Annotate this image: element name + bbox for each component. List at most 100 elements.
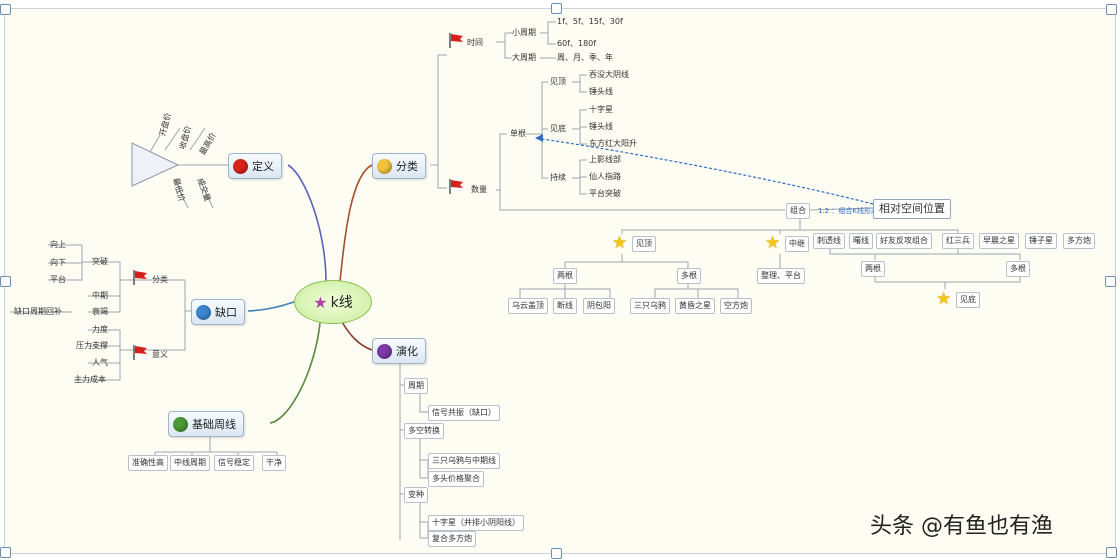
multi-root-node[interactable]: 多根: [1006, 261, 1030, 277]
topic-gap-label: 缺口: [215, 306, 237, 319]
number-1-icon: [233, 158, 248, 174]
two-root-node[interactable]: 两根: [861, 261, 885, 277]
resize-handle-top[interactable]: [551, 3, 562, 14]
gap-flat-label: 平台: [50, 275, 66, 284]
pattern-node[interactable]: 红三兵: [942, 233, 974, 249]
resize-handle-top-right[interactable]: [1106, 4, 1117, 15]
pattern-node[interactable]: 好友反攻组合: [876, 233, 932, 249]
topic-basic-pattern[interactable]: 基础周线: [168, 411, 244, 437]
resize-handle-top-left[interactable]: [0, 4, 11, 15]
topic-gap[interactable]: 缺口: [191, 299, 245, 325]
pattern-node[interactable]: 空方炮: [720, 298, 752, 314]
big-cycle-label: 大周期: [512, 53, 536, 62]
basic-item[interactable]: 中线周期: [170, 455, 210, 471]
group-label: 持续: [550, 173, 566, 182]
basic-item[interactable]: 干净: [262, 455, 286, 471]
central-topic[interactable]: ★ k线: [294, 280, 372, 324]
group-label: 见顶: [550, 77, 566, 86]
group-item: 吞没大阴线: [589, 70, 629, 79]
pattern-node[interactable]: 黄昏之星: [675, 298, 715, 314]
gap-classification-label: 分类: [152, 275, 168, 284]
combo-link-label: 1.2 ：组合K线形态: [818, 207, 878, 215]
resize-handle-left[interactable]: [0, 276, 11, 287]
red-flag-icon: [133, 345, 147, 360]
basic-item[interactable]: 信号稳定: [214, 455, 254, 471]
group-item: 锤头线: [589, 122, 613, 131]
gap-middle-label: 中期: [92, 291, 108, 300]
star-icon: ★: [936, 289, 952, 309]
group-item: 平台突破: [589, 189, 621, 198]
resize-handle-right[interactable]: [1105, 276, 1116, 287]
number-4-icon: [377, 343, 392, 359]
gap-end-label: 衰竭: [92, 307, 108, 316]
topic-classification[interactable]: 分类: [372, 153, 426, 179]
pattern-node[interactable]: 断线: [553, 298, 577, 314]
gap-up-label: 向上: [50, 240, 66, 249]
multi-root-node[interactable]: 多根: [677, 268, 701, 284]
evolution-item[interactable]: 复合多方炮: [428, 531, 476, 547]
basic-item[interactable]: 准确性高: [128, 455, 168, 471]
time-label: 时间: [467, 38, 483, 47]
topic-definition[interactable]: 定义: [228, 153, 282, 179]
watermark: 头条 @有鱼也有渔: [870, 514, 1053, 539]
evolution-item[interactable]: 信号共振（缺口）: [428, 405, 500, 421]
evolution-item[interactable]: 十字星（并排小阴阳线）: [428, 515, 524, 531]
pattern-node[interactable]: 刺透线: [813, 233, 845, 249]
resize-handle-bottom-right[interactable]: [1106, 547, 1117, 558]
group-label: 见底: [550, 124, 566, 133]
pattern-node[interactable]: 多方炮: [1063, 233, 1095, 249]
star-icon: ★: [313, 292, 328, 312]
group-item: 仙人指路: [589, 172, 621, 181]
pattern-node[interactable]: 乌云盖顶: [508, 298, 548, 314]
number-2-icon: [377, 158, 392, 174]
number-5-icon: [173, 416, 188, 432]
pattern-node[interactable]: 三只乌鸦: [630, 298, 670, 314]
small-cycle-item: 60f、180f: [557, 39, 597, 48]
star-icon: ★: [612, 233, 628, 253]
pattern-node[interactable]: 整理、平台: [757, 268, 805, 284]
evolution-item[interactable]: 多头价格聚合: [428, 471, 484, 487]
evolution-item[interactable]: 周期: [404, 378, 428, 394]
resize-handle-bottom-left[interactable]: [0, 547, 11, 558]
topic-classification-label: 分类: [396, 160, 418, 173]
gap-left-note: 缺口周期回补: [14, 307, 62, 316]
combo-bottom-node[interactable]: 见底: [956, 292, 980, 308]
evolution-item[interactable]: 三只乌鸦与中期线: [428, 453, 500, 469]
gap-meaning-label: 意义: [152, 350, 168, 359]
topic-evolution-label: 演化: [396, 345, 418, 358]
combo-top-node[interactable]: 见顶: [632, 236, 656, 252]
two-root-node[interactable]: 两根: [553, 268, 577, 284]
topic-definition-label: 定义: [252, 160, 274, 173]
combo-node[interactable]: 组合: [786, 203, 810, 219]
number-3-icon: [196, 304, 211, 320]
small-cycle-label: 小周期: [512, 28, 536, 37]
resize-handle-bottom[interactable]: [551, 548, 562, 559]
red-flag-icon: [133, 270, 147, 285]
meaning-item: 力度: [92, 325, 108, 334]
gap-down-label: 向下: [50, 258, 66, 267]
relative-position-node[interactable]: 相对空间位置: [873, 199, 951, 219]
meaning-item: 压力支撑: [76, 341, 108, 350]
red-flag-icon: [449, 33, 463, 48]
small-cycle-item: 1f、5f、15f、30f: [557, 17, 623, 26]
group-item: 东方红大阳升: [589, 139, 637, 148]
relative-position-label: 相对空间位置: [879, 202, 945, 215]
evolution-item[interactable]: 多空转换: [404, 423, 444, 439]
evolution-item[interactable]: 变种: [404, 487, 428, 503]
central-topic-label: k线: [330, 295, 353, 311]
group-item: 十字星: [589, 105, 613, 114]
pattern-node[interactable]: 阴包阳: [583, 298, 615, 314]
pattern-node[interactable]: 锤子星: [1025, 233, 1057, 249]
meaning-item: 人气: [92, 358, 108, 367]
topic-evolution[interactable]: 演化: [372, 338, 426, 364]
meaning-item: 主力成本: [74, 375, 106, 384]
combo-middle-node[interactable]: 中继: [785, 236, 809, 252]
star-icon: ★: [765, 233, 781, 253]
quantity-label: 数量: [471, 185, 487, 194]
red-flag-icon: [449, 179, 463, 194]
pattern-node[interactable]: 早晨之星: [979, 233, 1019, 249]
big-cycle-item: 周、月、季、年: [557, 53, 613, 62]
gap-breakout-label: 突破: [92, 257, 108, 266]
pattern-node[interactable]: 曙线: [849, 233, 873, 249]
